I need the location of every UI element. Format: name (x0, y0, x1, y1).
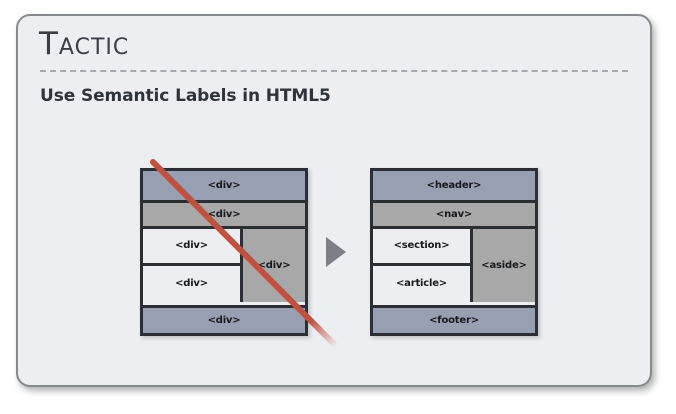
slide-subtitle: Use Semantic Labels in HTML5 (40, 86, 331, 106)
block-article: <div> (143, 265, 240, 302)
block-article: <article> (373, 265, 470, 302)
diagram-before-divs: <div> <div> <div> <div> <div> <div> (140, 168, 308, 336)
block-aside: <div> (243, 229, 305, 302)
block-aside: <aside> (473, 229, 535, 302)
block-footer: <div> (143, 305, 305, 333)
main-column: <section> <article> (373, 229, 473, 302)
block-section: <div> (143, 229, 240, 266)
block-nav: <div> (143, 203, 305, 229)
block-header: <div> (143, 171, 305, 203)
diagram-area: <div> <div> <div> <div> <div> <div> (18, 156, 650, 356)
title-divider (40, 70, 628, 72)
block-section: <section> (373, 229, 470, 266)
page-title: Tactic (39, 26, 130, 62)
main-column: <div> <div> (143, 229, 243, 302)
block-footer: <footer> (373, 305, 535, 333)
slide-card: Tactic Use Semantic Labels in HTML5 <div… (16, 14, 652, 387)
diagram-after-semantic: <header> <nav> <section> <article> <asid… (370, 168, 538, 336)
middle-row: <section> <article> <aside> (373, 229, 535, 302)
block-nav: <nav> (373, 203, 535, 229)
block-header: <header> (373, 171, 535, 203)
middle-row: <div> <div> <div> (143, 229, 305, 302)
arrow-right-icon (326, 237, 346, 267)
